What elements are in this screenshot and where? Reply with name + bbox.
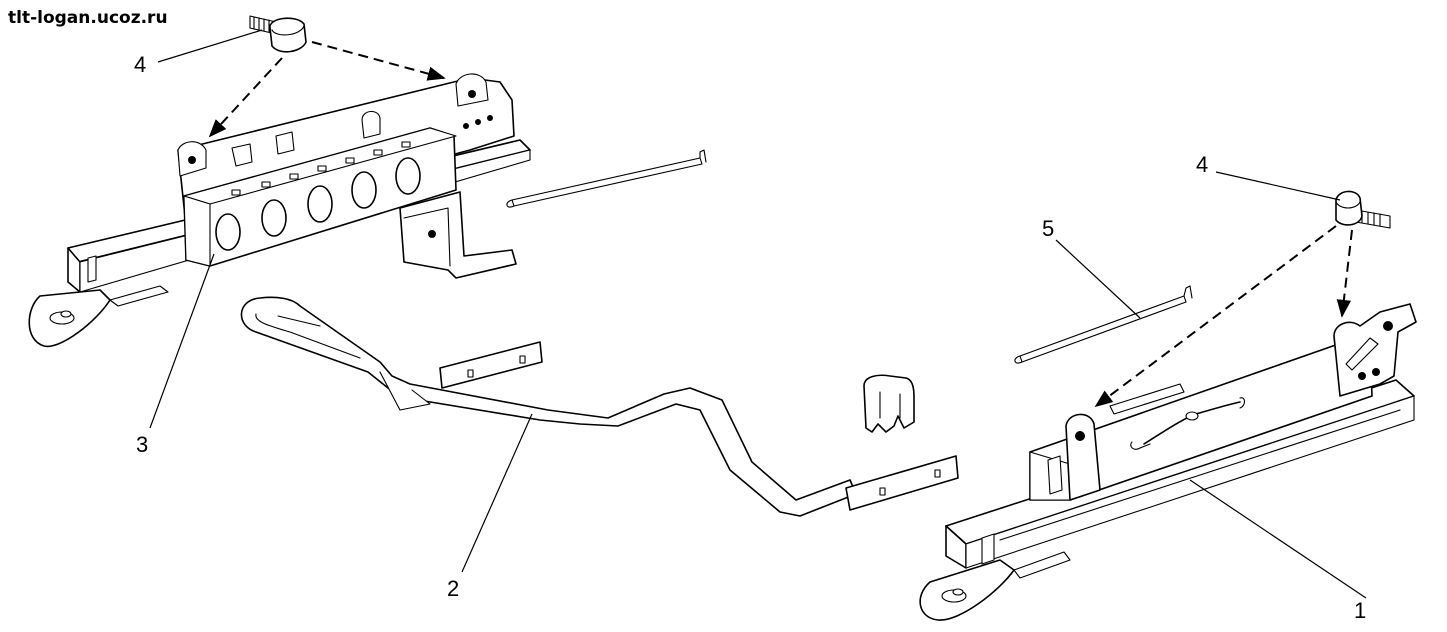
callout-1: 1	[1354, 598, 1367, 623]
spring-clip	[863, 374, 915, 433]
left-seat-rail	[28, 73, 531, 348]
leader-5	[1055, 239, 1141, 319]
leader-1	[1189, 479, 1367, 599]
spring-rod-5	[1014, 285, 1193, 364]
callout-4-right: 4	[1196, 152, 1209, 177]
callout-2: 2	[447, 576, 460, 601]
callout-5: 5	[1042, 216, 1055, 241]
bolt-4-left	[249, 15, 307, 53]
leader-2	[461, 413, 533, 573]
leader-3	[149, 253, 215, 429]
leader-4-right	[1215, 171, 1341, 201]
arrow-4-left-to-rear	[311, 41, 446, 81]
spring-rod-left	[506, 149, 707, 208]
callout-4-left: 4	[134, 52, 147, 77]
arrow-4-left-to-plate	[208, 57, 283, 138]
bolt-4-right	[1335, 190, 1391, 229]
right-seat-rail	[919, 303, 1417, 621]
arrow-4-right-to-plate	[1094, 225, 1337, 408]
cross-bar	[240, 296, 959, 517]
callout-3: 3	[136, 432, 149, 457]
leader-4-left	[157, 29, 263, 63]
source-watermark: tlt-logan.ucoz.ru	[8, 8, 168, 28]
arrow-4-right-to-rear	[1336, 229, 1353, 318]
